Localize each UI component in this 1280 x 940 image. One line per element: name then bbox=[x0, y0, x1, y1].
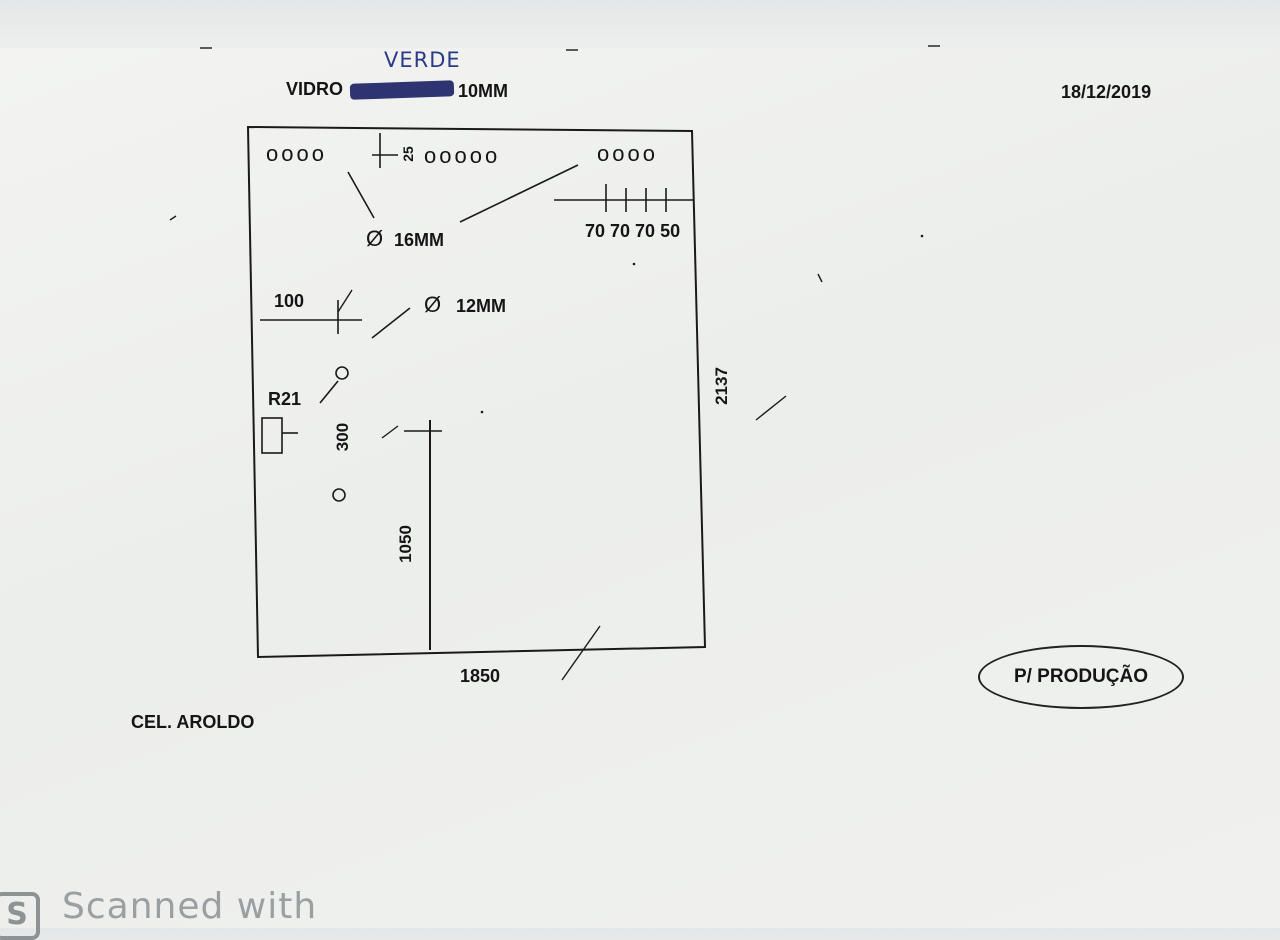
holes-top-right: oooo bbox=[597, 141, 658, 166]
hole-spacing-dims: 70 70 70 50 bbox=[585, 221, 681, 241]
hole-diameter-12: 12MM bbox=[456, 296, 507, 316]
panel-outline bbox=[246, 125, 707, 659]
handwritten-color-note: VERDE bbox=[384, 48, 461, 72]
customer-name: CEL. AROLDO bbox=[131, 712, 255, 732]
leader-16mm-right bbox=[459, 164, 579, 223]
dim-1050: 1050 bbox=[395, 525, 415, 563]
pen-mark bbox=[561, 625, 601, 681]
production-stamp-label: P/ PRODUÇÃO bbox=[1013, 666, 1149, 687]
paper-sheet bbox=[0, 48, 1280, 928]
dim-300: 300 bbox=[333, 422, 353, 452]
diameter-icon: Ø bbox=[366, 226, 384, 251]
dim-left-offset: 100 bbox=[274, 291, 305, 311]
dim-width: 1850 bbox=[460, 666, 501, 686]
thickness-label: 10MM bbox=[458, 81, 509, 101]
diameter-icon: Ø bbox=[424, 292, 442, 317]
scanner-watermark: Scanned with bbox=[62, 886, 318, 927]
leader-12mm bbox=[371, 307, 411, 339]
scanner-logo-icon: S bbox=[0, 892, 40, 940]
document-date: 18/12/2019 bbox=[1061, 82, 1152, 102]
holes-top-left: oooo bbox=[266, 141, 327, 166]
production-stamp: P/ PRODUÇÃO bbox=[978, 645, 1184, 709]
dim-top-offset: 25 bbox=[399, 146, 416, 162]
leader-r21 bbox=[319, 380, 339, 404]
hole-diameter-16: 16MM bbox=[394, 230, 445, 250]
material-label: VIDRO bbox=[286, 79, 344, 99]
notch-r21 bbox=[261, 417, 283, 454]
dim-height: 2137 bbox=[711, 367, 731, 405]
pen-mark bbox=[755, 395, 787, 421]
radius-label: R21 bbox=[268, 389, 302, 409]
leader-16mm-left bbox=[347, 171, 375, 219]
hole-r21 bbox=[335, 366, 349, 380]
holes-top-middle: ooooo bbox=[424, 143, 501, 168]
hole-lower bbox=[332, 488, 346, 502]
